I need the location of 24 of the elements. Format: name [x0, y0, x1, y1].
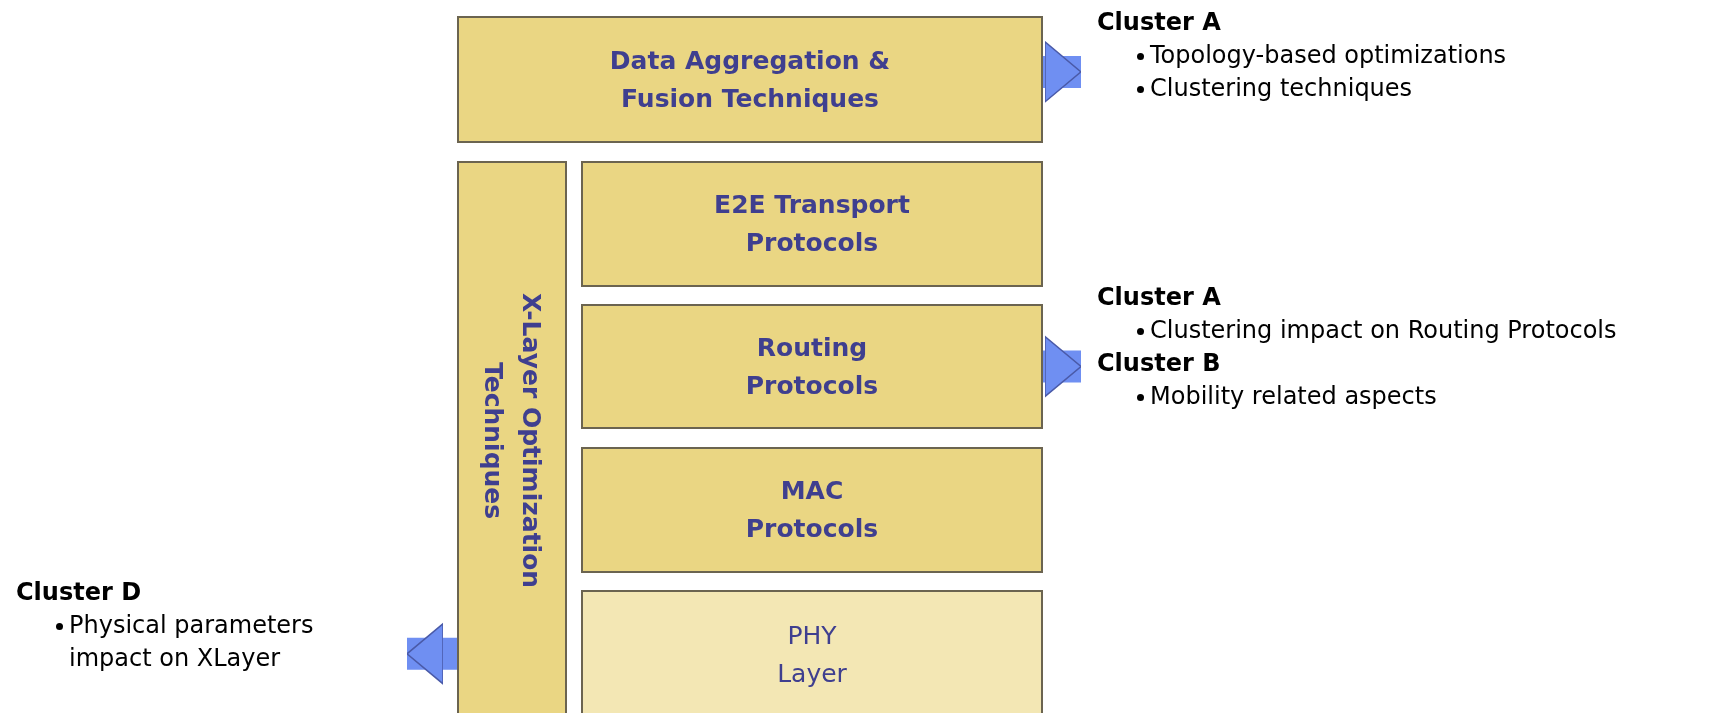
layer-label: PHY Layer: [776, 620, 848, 690]
cluster-heading: Cluster A: [1097, 282, 1221, 313]
layer-box: [581, 447, 1043, 573]
block-arrow: [406, 623, 457, 685]
layer-label: Data Aggregation & Fusion Techniques: [608, 44, 892, 115]
layer-label: Routing Protocols: [744, 331, 880, 402]
cluster-heading: Cluster B: [1097, 348, 1221, 379]
bullet-item: Clustering impact on Routing Protocols: [1150, 315, 1617, 346]
block-arrow: [1043, 335, 1082, 398]
layer-label: MAC Protocols: [744, 475, 880, 545]
layer-label: E2E Transport Protocols: [713, 189, 911, 259]
bullet-item: Physical parameters impact on XLayer: [69, 610, 315, 674]
layer-box: [457, 161, 567, 713]
cluster-heading: Cluster A: [1097, 7, 1221, 38]
layer-box: [581, 304, 1043, 429]
cluster-heading: Cluster D: [16, 577, 142, 608]
bullet-item: Mobility related aspects: [1150, 381, 1437, 412]
layer-box: [581, 161, 1043, 287]
bullet-item: Topology-based optimizations: [1150, 40, 1507, 71]
bullet-item: Clustering techniques: [1150, 73, 1413, 104]
layer-box: [457, 16, 1043, 143]
layer-label: X-Layer Optimization Techniques: [478, 292, 547, 591]
block-arrow: [1043, 41, 1082, 103]
layer-box: [581, 590, 1043, 713]
